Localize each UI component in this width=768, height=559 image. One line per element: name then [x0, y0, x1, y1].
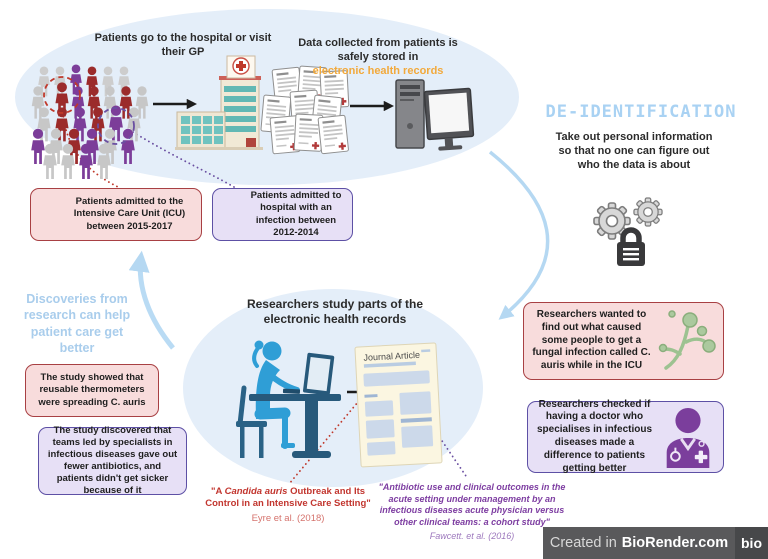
icu-cohort-box: Patients admitted to the Intensive Care … — [30, 188, 202, 241]
feedback-note: Discoveries from research can help patie… — [23, 292, 131, 355]
patient-crowd-icon — [31, 64, 149, 179]
health-records-icon — [260, 65, 350, 155]
patients-caption: Patients go to the hospital or visit the… — [94, 32, 272, 58]
journal-title-label: Journal Article — [363, 350, 420, 363]
purple-cohort-connector — [132, 131, 235, 188]
deidentification-flow-arrow — [488, 150, 550, 320]
red-citation-connector — [288, 382, 375, 485]
fawcett-attribution: Fawcett. et al. (2016) — [429, 530, 515, 541]
data-caption-text: Data collected from patients is safely s… — [298, 37, 458, 63]
infection-cohort-box: Patients admitted to hospital with an in… — [212, 188, 353, 241]
journal-icon: Journal Article — [354, 342, 443, 468]
icu-cohort-text: Patients admitted to the Intensive Care … — [73, 196, 186, 232]
computer-icon — [395, 79, 475, 151]
research-title: Researchers study parts of the electroni… — [246, 297, 424, 326]
created-in-label: Created in — [549, 535, 617, 551]
feedback-flow-arrow — [128, 250, 175, 350]
eyre-attribution: Eyre et al. (2018) — [251, 512, 325, 524]
eyre-quote-rest: Outbreak and Its Control in an Intensive… — [205, 486, 371, 510]
doctor-question-text: Researchers checked if having a doctor w… — [536, 398, 653, 474]
purple-patient-highlight-circle — [97, 107, 135, 145]
biorender-badge[interactable]: Created in BioRender.com — [543, 527, 735, 559]
specialists-finding-text: The study discovered that teams led by s… — [47, 424, 178, 497]
deidentification-title: DE-IDENTIFICATION — [545, 102, 737, 122]
fungal-question-text: Researchers wanted to find out what caus… — [532, 309, 651, 372]
data-caption-highlight: electronic health records — [312, 64, 444, 77]
red-patient-highlight-circle — [43, 76, 81, 114]
data-caption: Data collected from patients is safely s… — [283, 37, 473, 78]
fungal-question-box: Researchers wanted to find out what caus… — [523, 302, 724, 380]
thermometer-finding-box: The study showed that reusable thermomet… — [25, 364, 159, 417]
deidentification-description: Take out personal information so that no… — [555, 131, 713, 171]
biorender-brand: BioRender.com — [621, 535, 729, 551]
eyre-quote-open: "A — [210, 486, 225, 497]
infection-cohort-text: Patients admitted to hospital with an in… — [250, 190, 342, 238]
thermometer-finding-text: The study showed that reusable thermomet… — [38, 372, 146, 408]
specialists-finding-box: The study discovered that teams led by s… — [38, 424, 187, 497]
eyre-quote-italic: Candida auris — [224, 486, 288, 497]
deidentification-icon — [593, 197, 663, 266]
fawcett-citation: "Antibiotic use and clinical outcomes in… — [372, 482, 572, 542]
hospital-icon — [175, 55, 263, 150]
researcher-icon — [236, 340, 341, 458]
doctor-question-box: Researchers checked if having a doctor w… — [527, 398, 724, 474]
fawcett-quote: "Antibiotic use and clinical outcomes in… — [378, 482, 566, 528]
eyre-citation: "A Candida auris Outbreak and Its Contro… — [193, 486, 383, 525]
infectious-disease-doctor-icon — [666, 407, 710, 468]
c-auris-fungus-icon — [658, 310, 716, 370]
biorender-logo[interactable]: bio — [735, 527, 768, 559]
